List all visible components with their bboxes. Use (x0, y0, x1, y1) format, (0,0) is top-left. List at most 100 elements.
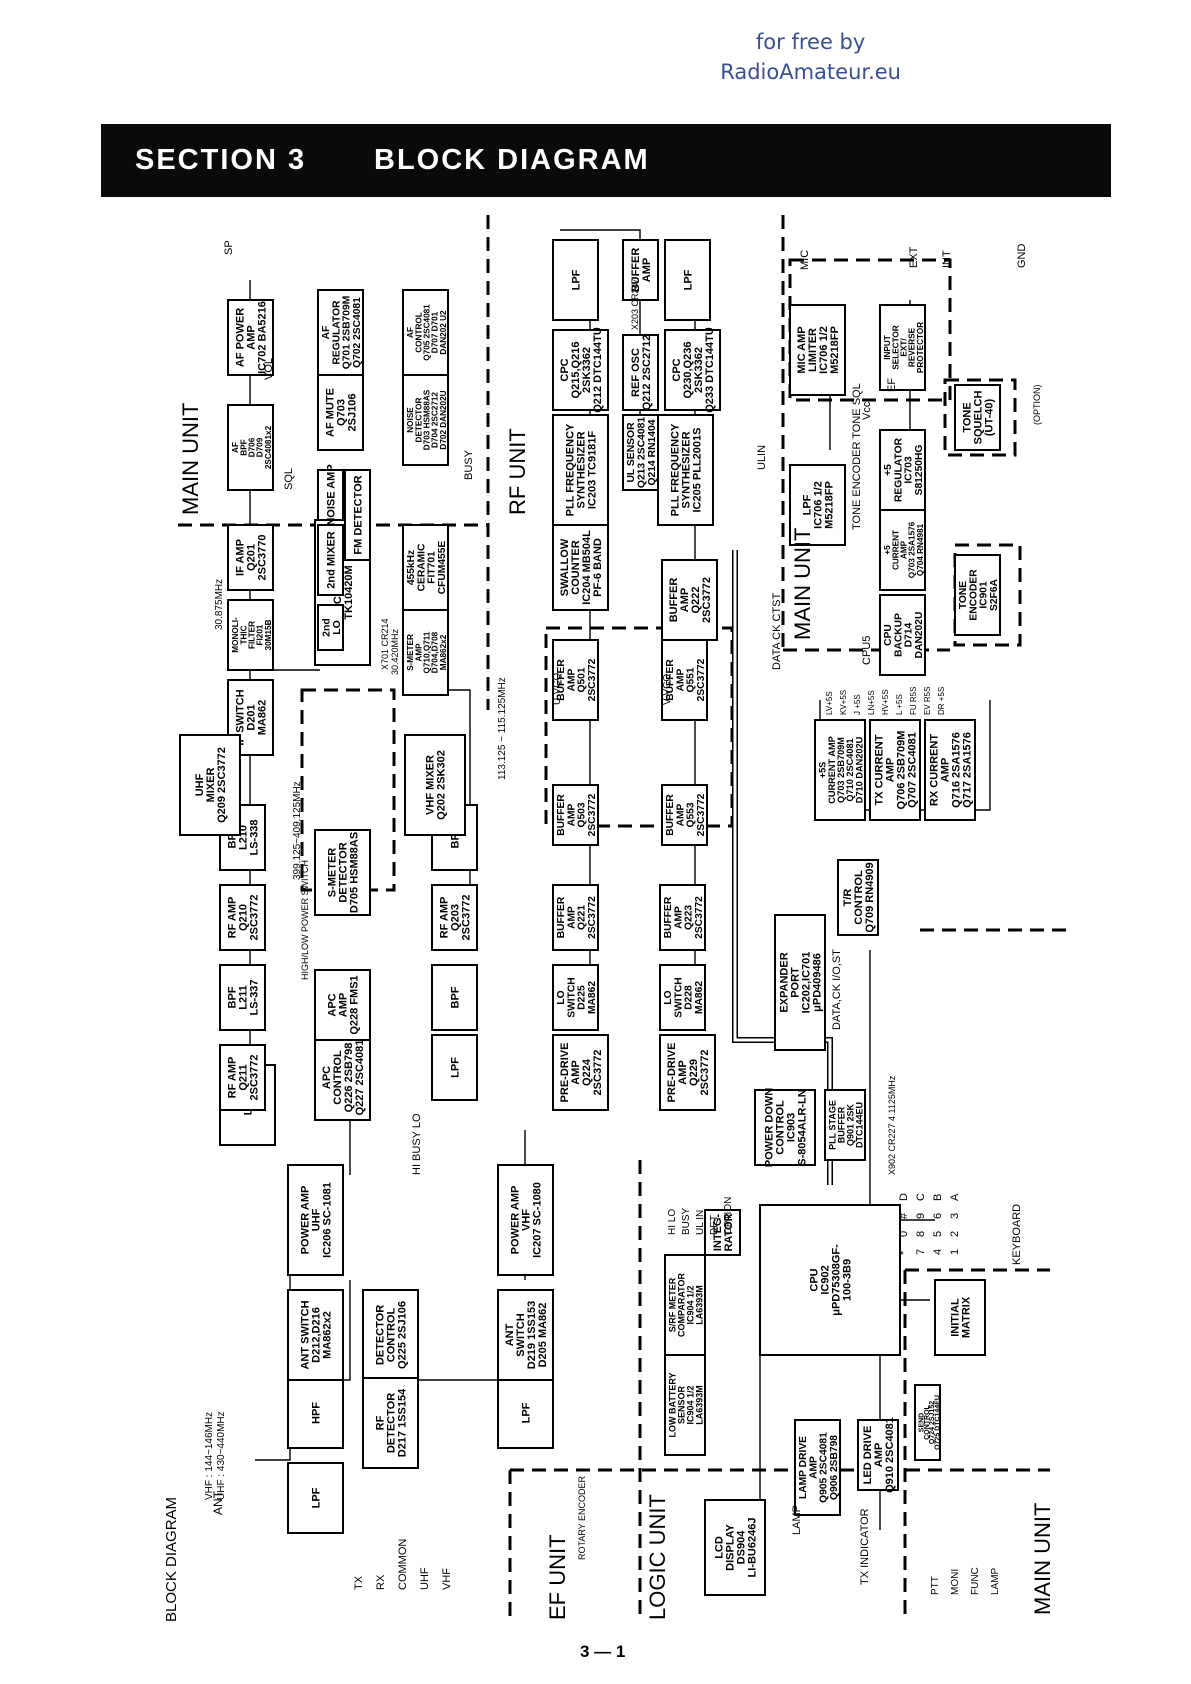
block-ref-osc: REF OSCQ212 2SC2712 (622, 334, 659, 411)
block-pll-ic205: PLL FREQUENCYSYNTHESIZERIC205 PLL2001S (657, 414, 714, 526)
block-box-uhf-pre-drive (552, 1034, 609, 1111)
block-label-af-control: AFCONTROLQ705 2SC4081D707 D701DAN202 U2 (406, 304, 448, 361)
block-send-control: SENDCONTROLQ724 2SJ152Q725 DTC144EU (914, 1384, 941, 1461)
label-data-ck-ctst: DATA CK CTST (771, 593, 783, 670)
block-expander-port: EXPANDERPORTIC202,IC701μPD409486 (774, 914, 826, 1051)
block-label-apc-amp: APCAMPQ228 FMS1 (327, 975, 361, 1034)
block-box-lpf-top-left (552, 239, 599, 321)
label-lamp: LAMP (791, 1505, 803, 1535)
block-label-monolithic-filter: MONOLI-THICFILTERFI20130M15B (231, 617, 273, 653)
label-mic: MIC (799, 250, 811, 270)
block-buffer-amp-q218: BUFFERAMP (622, 239, 659, 301)
block-ceramic-filter: 455kHzCERAMICFIT701CFUM455E (402, 524, 449, 611)
block-ant-lpf: LPF (287, 1462, 344, 1534)
block-box-noise-detector (402, 374, 449, 466)
block-box-rf-detector (362, 1377, 419, 1469)
block-label-noise-amp: NOISE AMP (326, 464, 338, 525)
block-label-input-selector: INPUTSELECTOREXT/REVERSEPROTECTOR (883, 322, 925, 373)
section-header: SECTION 3 BLOCK DIAGRAM (101, 124, 1111, 197)
block-label-cpu: CPUIC902μPD75308GF-100-3B9 (809, 1244, 854, 1316)
block-label-af-bpf: AFBPFD706D7092SC4081x2 (231, 425, 273, 469)
label-busy: BUSY (463, 449, 475, 480)
block-label-tone-encoder: TONEENCODERIC901S2F6A (958, 569, 1000, 621)
block-integrator: INTEG-RATOR (704, 1209, 741, 1256)
block-box-cpc-right (664, 329, 721, 411)
block-box-tone-encoder (954, 554, 1001, 636)
legend-rx: RX (375, 1574, 387, 1590)
block-vhf-mixer: VHF MIXERQ202 2SK302 (404, 734, 466, 836)
block-label-vhf-lo-switch: LOSWITCHD228MA862 (663, 977, 705, 1017)
block-monolithic-filter: MONOLI-THICFILTERFI20130M15B (227, 599, 274, 671)
block-swallow-counter: SWALLOWCOUNTERIC204 MB504LPF-6 BAND (552, 524, 609, 611)
block-apc-control: APCCONTROLQ226 2SB798Q227 2SC4081 (314, 1034, 371, 1121)
watermark-line-1: for free by (755, 30, 866, 54)
label-hi-lo-opt-2: UL IN (695, 1210, 706, 1235)
block-label-regulator-ic703: +5REGULATORIC703S81250HG (883, 437, 925, 502)
block-box-uhf-power-amp (287, 1164, 344, 1276)
block-label-s-meter-amp: S-METERAMPQ710,Q711D704,D708MA862x2 (406, 631, 448, 673)
block-vhf-rf-amp: RF AMPQ2032SC3772 (431, 884, 478, 951)
label-vol: VOL (263, 358, 275, 380)
block-box-lpf-vhf-ant (497, 1377, 554, 1449)
block-box-ceramic-filter (402, 524, 449, 611)
block-label-power-down-control: POWER DOWNCONTROLIC903S-8054ALR-LN (764, 1088, 809, 1167)
block-label-vhf-rf-amp: RF AMPQ2032SC3772 (439, 895, 473, 941)
block-box-uvco-buffer-q501 (552, 639, 599, 721)
block-af-bpf: AFBPFD706D7092SC4081x2 (227, 404, 274, 491)
block-label-cpc-left: CPCQ215,Q2162SK3362Q212 DTC144TU (559, 327, 604, 413)
label-uvco: U-VCO (552, 673, 563, 705)
block-lpf-ic706: LPFIC706 1/2M5218FP (789, 464, 846, 546)
label-supply-1: KV+5S (839, 690, 848, 715)
block-label-ceramic-filter: 455kHzCERAMICFIT701CFUM455E (406, 541, 448, 595)
block-noise-detector: NOISEDETECTORD703 HSM88ASD704 2SC2712D70… (402, 374, 449, 466)
block-label-lamp-drive: LAMP DRIVEAMPQ905 2SC4081Q906 2SB798 (798, 1432, 840, 1503)
block-uhf-power-amp: POWER AMPUHFIC206 SC-1081 (287, 1164, 344, 1276)
label-x701: X701 CR214 (380, 618, 390, 670)
block-label-uhf-lo-switch: LOSWITCHD225MA862 (556, 977, 598, 1017)
block-vhf-buffer-q223: BUFFERAMPQ2232SC3772 (659, 884, 706, 951)
key-5: 5 (932, 1231, 944, 1237)
block-box-lpf-top-right (664, 239, 711, 321)
label-freq-113: 113.125 ~ 115.125MHz (497, 677, 508, 780)
block-box-expander-port (774, 914, 826, 1051)
key-9: 8 (915, 1231, 927, 1237)
block-label-if-switch: IF SWITCHD201MA862 (235, 689, 269, 745)
label-freq-30875: 30.875MHz (214, 579, 225, 630)
block-uvco-buffer-q501: BUFFERAMPQ5012SC3772 (552, 639, 599, 721)
block-vhf-lpf: LPF (431, 1034, 478, 1101)
block-label-rf-detector: RFDETECTORD217 1SS154 (375, 1388, 409, 1457)
block-label-rx-current-amp: RX CURRENTAMPQ716 2SA1576Q717 2SA1576 (929, 732, 974, 808)
block-label-expander-port: EXPANDERPORTIC202,IC701μPD409486 (779, 952, 824, 1014)
block-tone-encoder: TONEENCODERIC901S2F6A (954, 554, 1001, 636)
label-tx-indicator: TX INDICATOR (859, 1508, 871, 1585)
block-box-pll-ic203 (552, 414, 609, 526)
label-lampsw: LAMP (990, 1567, 1001, 1595)
block-label-vhf-buffer-q223: BUFFERAMPQ2232SC3772 (663, 896, 705, 939)
block-uhf-bpf-l211: BPFL211LS-337 (219, 964, 266, 1031)
block-cpu-backup: CPUBACKUPD714DAN202U (879, 594, 926, 676)
unit-label-main-bottom: MAIN UNIT (1030, 1503, 1055, 1615)
block-label-vhf-ant-switch: ANTSWITCHD219 1SS153D205 MA862 (504, 1301, 549, 1370)
block-label-uhf-rf-amp-q211: RF AMPQ2112SC3772 (227, 1055, 261, 1101)
block-detector-control: DETECTORCONTROLQ225 2SJ106 (362, 1289, 419, 1381)
block-box-vvco-buffer-q553 (661, 784, 708, 846)
section-number: SECTION 3 (135, 144, 307, 176)
block-label-2nd-mixer: 2nd MIXER (326, 531, 338, 589)
block-cpc-left: CPCQ215,Q2162SK3362Q212 DTC144TU (552, 327, 609, 413)
block-label-lpf-top-right: LPF (683, 269, 695, 290)
block-power-down-control: POWER DOWNCONTROLIC903S-8054ALR-LN (754, 1088, 816, 1167)
key-15: D (898, 1193, 910, 1201)
block-if-amp: IF AMPQ2012SC3770 (227, 524, 274, 591)
block-2nd-mixer: 2nd MIXER (317, 524, 344, 596)
block-vhf-ant-switch: ANTSWITCHD219 1SS153D205 MA862 (497, 1289, 554, 1381)
block-box-uhf-lo-switch (552, 964, 599, 1031)
block-regulator-ic703: +5REGULATORIC703S81250HG (879, 429, 926, 511)
block-label-current-amp-q703: +5CURRENTAMPQ703 2SA1576Q704 RN4981 (883, 521, 925, 578)
block-2nd-lo: 2ndLO (317, 604, 344, 651)
block-label-2nd-lo: 2ndLO (320, 618, 343, 637)
label-x203: X203 CR247 (630, 278, 640, 330)
section-title: BLOCK DIAGRAM (374, 144, 650, 176)
block-box-vhf-rf-amp (431, 884, 478, 951)
block-box-regulator-ic703 (879, 429, 926, 511)
block-uhf-buffer-q222: BUFFERAMPQ2222SC3772 (661, 559, 718, 641)
